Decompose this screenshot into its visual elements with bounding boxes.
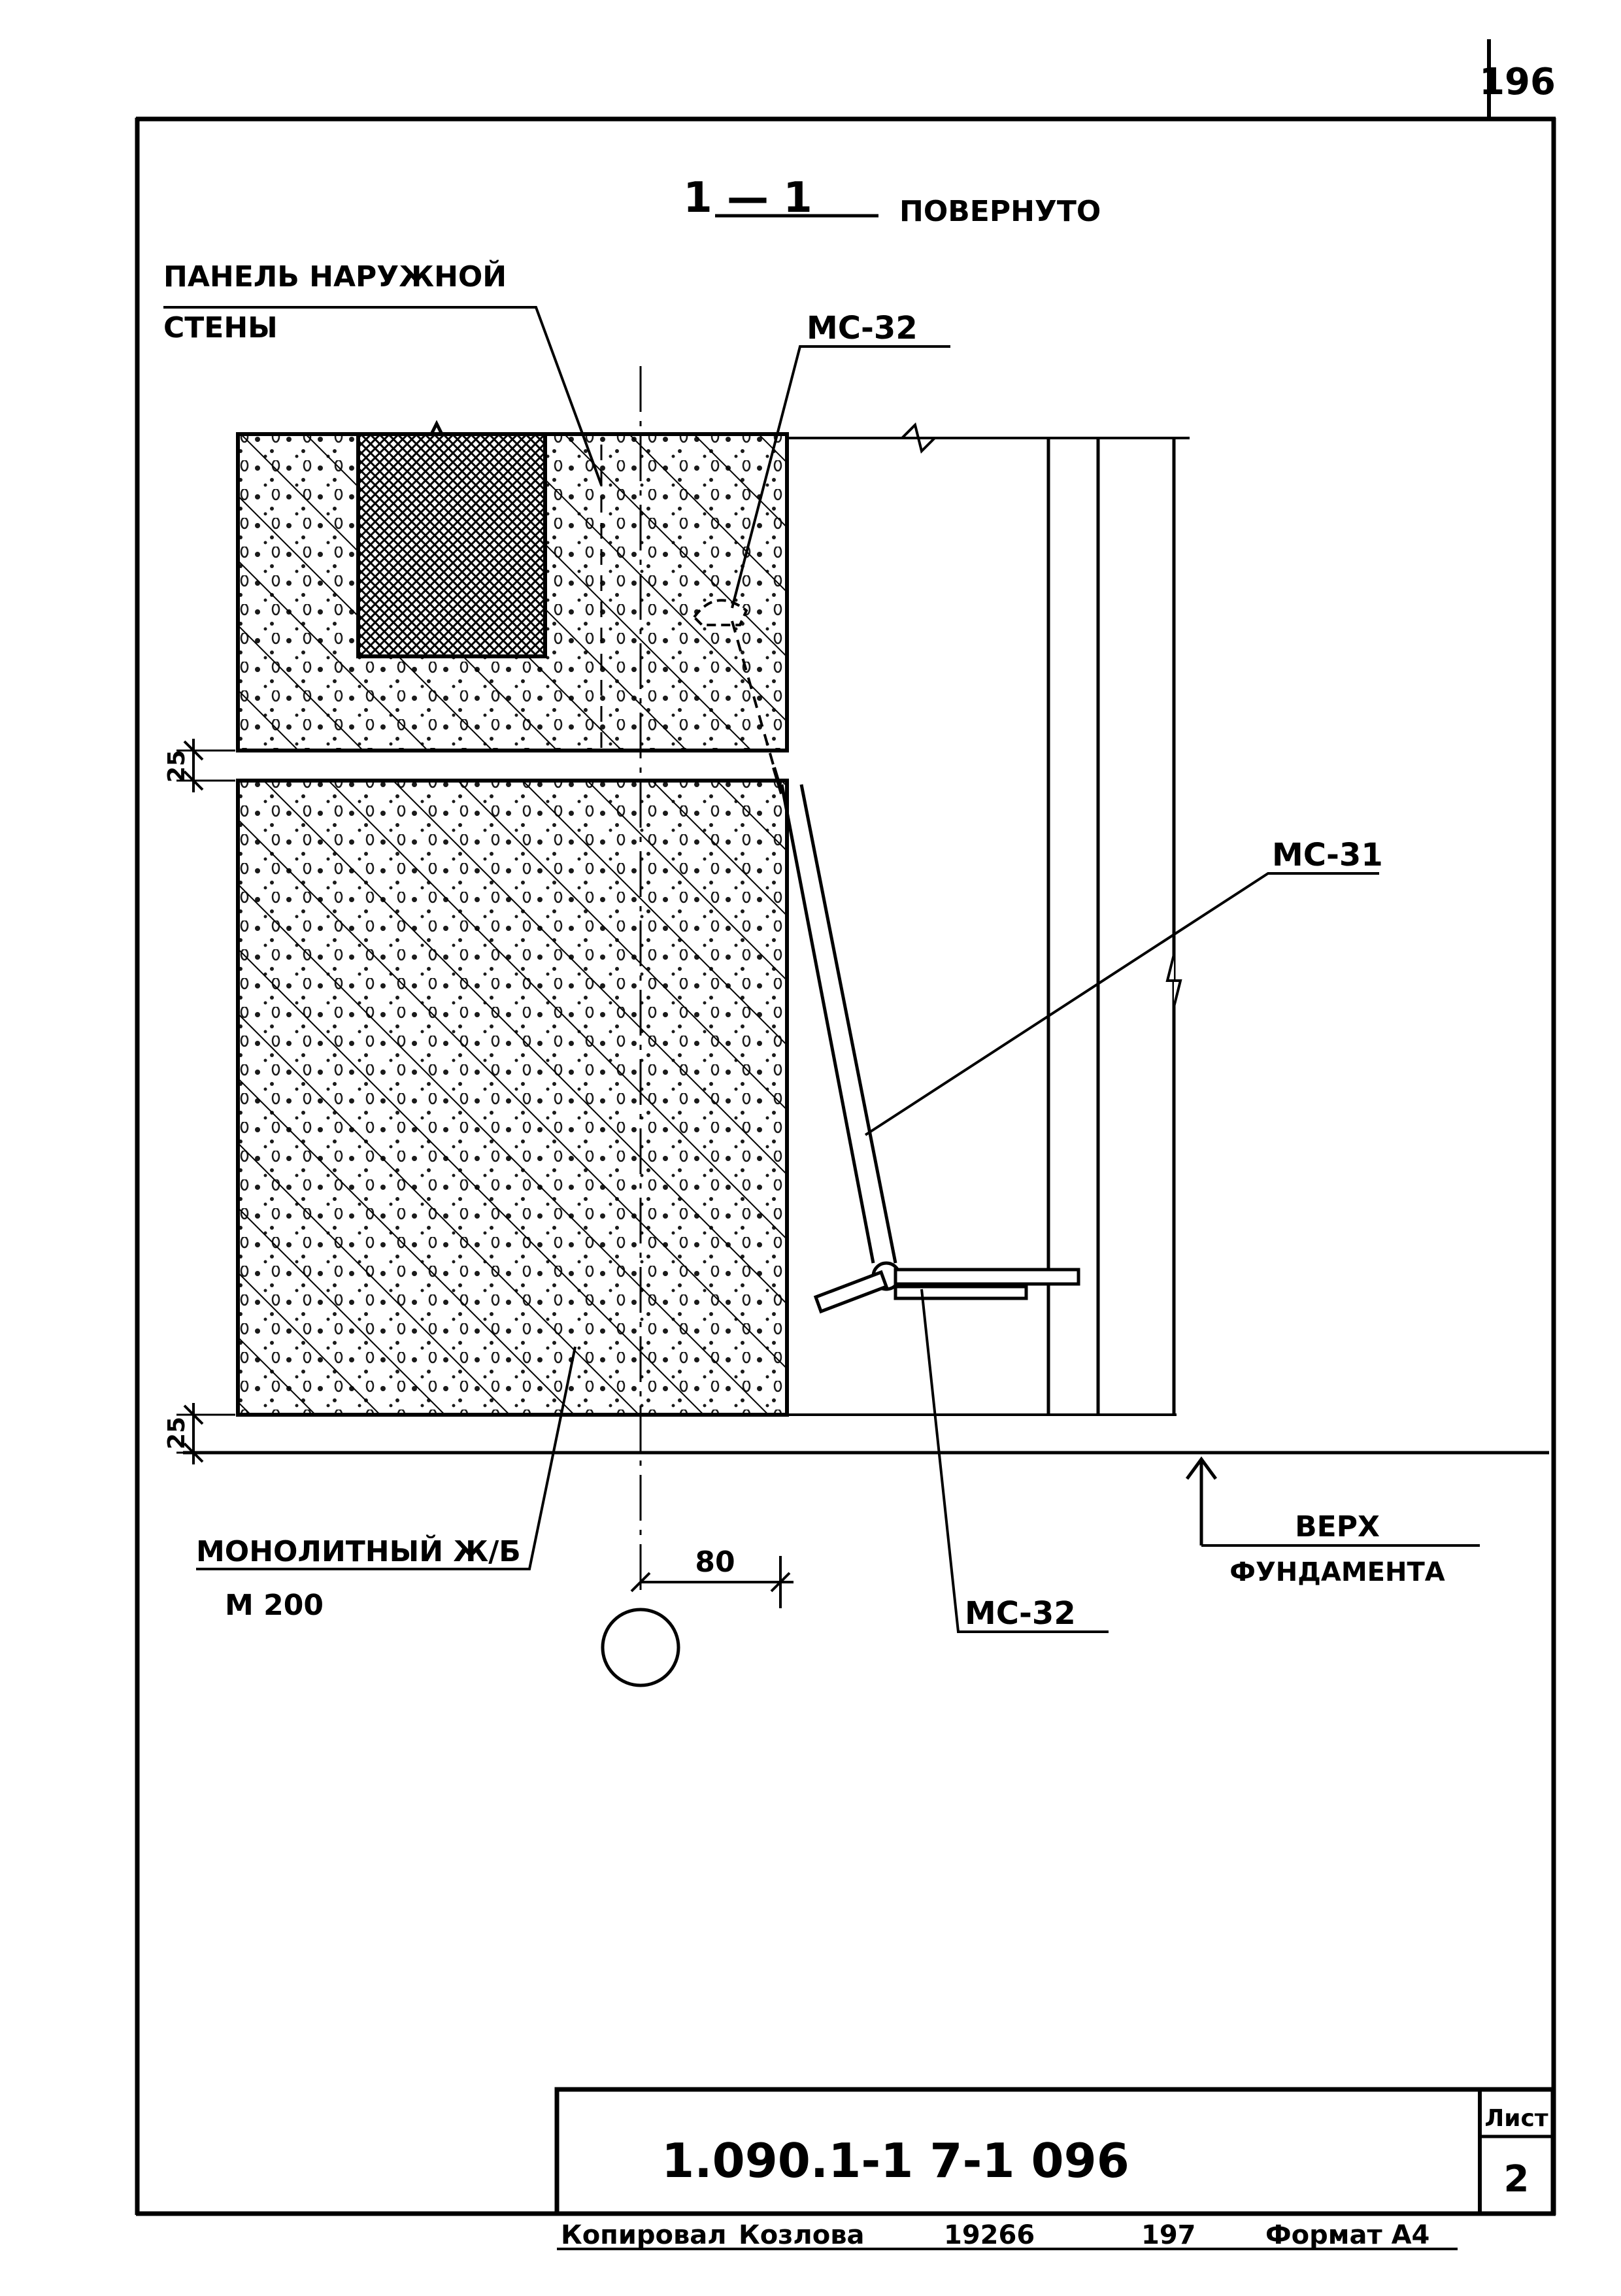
mc32-bottom-label: МС-32 — [965, 1595, 1076, 1632]
monolith-label-line2: М 200 — [225, 1589, 324, 1622]
footer-stamp: Копировал Козлова 19266 197 Формат А4 — [557, 2220, 1458, 2250]
title-block: 1.090.1-1 7-1 096 Лист 2 — [554, 2087, 1556, 2216]
foundation-label-line1: ВЕРХ — [1295, 1510, 1380, 1544]
insulation-block — [356, 432, 547, 658]
monolith-label-line1: МОНОЛИТНЫЙ Ж/Б — [196, 1534, 521, 1568]
dimension-offset: 80 — [695, 1545, 735, 1579]
panel-label-line2: СТЕНЫ — [163, 311, 278, 345]
mc32-top-label: МС-32 — [807, 310, 918, 346]
monolith-section — [236, 779, 789, 1417]
adjacent-structure — [787, 422, 1190, 1416]
footer-copied-name: Козлова — [739, 2220, 865, 2250]
dimension-gap-bottom: 25 — [163, 1417, 190, 1449]
dimension-lines — [176, 739, 794, 1608]
axis-line — [600, 366, 680, 1687]
footer-copied-label: Копировал — [561, 2220, 727, 2250]
footer-format: Формат А4 — [1265, 2220, 1429, 2250]
axis-marker-circle — [601, 1608, 680, 1687]
section-mark: 1 — 1 — [683, 174, 812, 222]
document-code: 1.090.1-1 7-1 096 — [661, 2133, 1129, 2188]
section-note: ПОВЕРНУТО — [899, 195, 1101, 228]
connection-parts — [692, 599, 1080, 1314]
sheet-label: Лист — [1484, 2105, 1548, 2132]
wall-panel-section — [236, 420, 789, 752]
leader-lines — [163, 214, 1379, 1633]
foundation-top-line — [183, 1451, 1549, 1547]
dimension-gap-top: 25 — [163, 750, 190, 783]
mc31-label: МС-31 — [1272, 837, 1383, 873]
panel-label-line1: ПАНЕЛЬ НАРУЖНОЙ — [163, 259, 507, 294]
sheet-number-top: 196 — [1479, 61, 1556, 103]
foundation-label-line2: ФУНДАМЕНТА — [1229, 1557, 1445, 1587]
footer-year: 197 — [1141, 2220, 1196, 2250]
sheet-value: 2 — [1504, 2158, 1529, 2201]
footer-number: 19266 — [944, 2220, 1035, 2250]
